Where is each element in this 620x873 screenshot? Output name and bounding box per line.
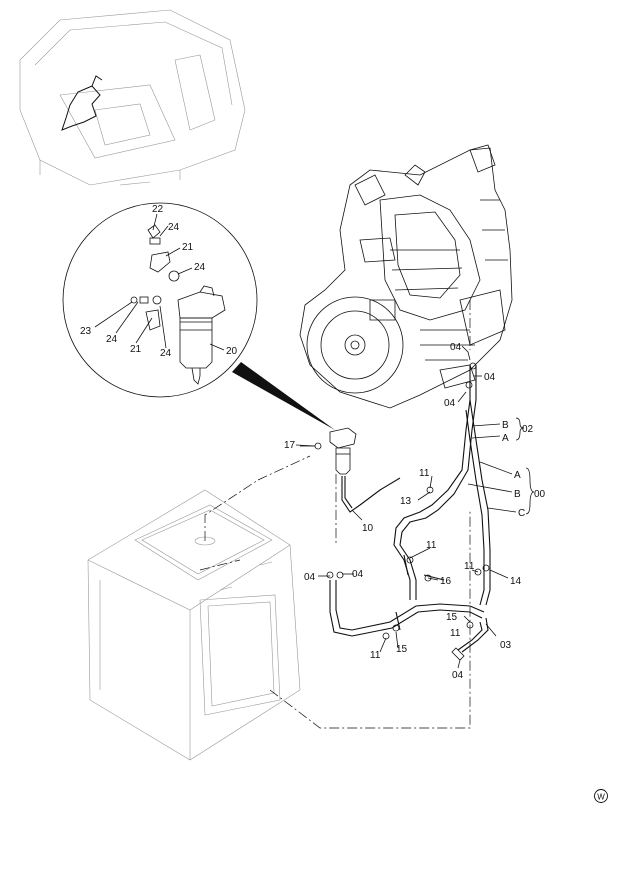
watermark-symbol: W [594,789,608,803]
callout-00-C: C [518,508,525,519]
callout-03: 03 [500,640,512,651]
callout-10: 10 [362,523,374,534]
callout-22: 22 [152,204,164,215]
fuel-tank [87,489,301,761]
callout-14: 14 [510,576,522,587]
callout-04: 04 [304,572,316,583]
group-brackets [515,417,535,515]
callout-15: 15 [446,612,458,623]
callout-04: 04 [452,670,464,681]
callout-00-A: A [514,470,521,481]
fuel-filter-assembly [300,427,357,475]
callout-11: 11 [426,540,437,551]
callout-00-B: B [514,489,521,500]
fuel-hoses [326,362,491,661]
callout-11: 11 [464,561,475,572]
cab-outline [19,9,246,186]
filter-detail-circle [62,202,258,398]
watermark-letter: W [597,793,605,802]
callout-24: 24 [160,348,172,359]
callout-17: 17 [284,440,296,451]
callout-00: 00 [534,489,546,500]
callout-15: 15 [396,644,408,655]
callout-24: 24 [106,334,118,345]
callout-11: 11 [370,650,381,661]
callout-02: 02 [522,424,534,435]
detail-pointer [232,362,335,430]
callout-23: 23 [80,326,92,337]
callouts: 22 24 21 24 23 24 21 24 20 17 10 04 04 0… [80,204,546,681]
callout-04: 04 [450,342,462,353]
callout-02-A: A [502,433,509,444]
callout-13: 13 [400,496,412,507]
engine-illustration [299,144,513,409]
callout-16: 16 [440,576,452,587]
callout-24: 24 [168,222,180,233]
callout-11: 11 [419,468,430,479]
callout-24: 24 [194,262,206,273]
callout-04: 04 [484,372,496,383]
callout-21: 21 [182,242,194,253]
leader-lines [295,345,517,669]
callout-04: 04 [444,398,456,409]
callout-04: 04 [352,569,364,580]
callout-02-B: B [502,420,509,431]
callout-11: 11 [450,628,461,639]
callout-21: 21 [130,344,142,355]
centerlines [199,300,471,729]
callout-20: 20 [226,346,238,357]
